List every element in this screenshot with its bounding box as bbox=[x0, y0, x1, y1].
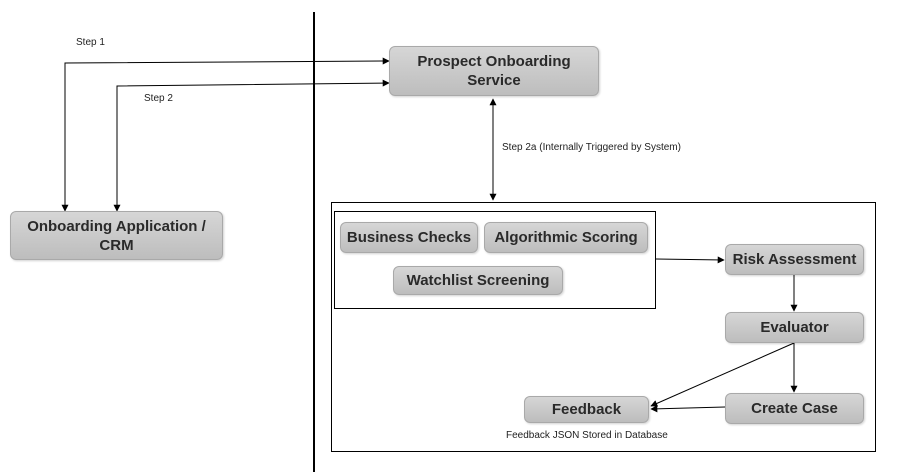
watchlist-screening-text: Watchlist Screening bbox=[406, 272, 550, 289]
business-checks-text: Business Checks bbox=[346, 229, 472, 246]
case-to-feedback-connector bbox=[650, 405, 726, 413]
risk-assessment-node: Risk Assessment bbox=[725, 244, 864, 275]
feedback-text: Feedback bbox=[551, 401, 622, 418]
watchlist-screening-node: Watchlist Screening bbox=[393, 266, 563, 295]
onboarding-application-crm-text: Onboarding Application / CRM bbox=[27, 217, 206, 254]
create-case-node: Create Case bbox=[725, 393, 864, 424]
evaluator-to-feedback-connector bbox=[650, 342, 795, 407]
step2a-label: Step 2a (Internally Triggered by System) bbox=[502, 142, 681, 153]
checks-to-risk-connector bbox=[655, 256, 725, 264]
feedback-node: Feedback bbox=[524, 396, 649, 423]
processing-frame bbox=[331, 202, 876, 452]
step2-label: Step 2 bbox=[144, 93, 173, 104]
step1-connector bbox=[61, 57, 390, 212]
prospect-onboarding-service-text: Prospect Onboarding Service bbox=[417, 53, 571, 89]
checks-group-frame bbox=[334, 211, 656, 309]
create-case-text: Create Case bbox=[751, 400, 838, 417]
business-checks-node: Business Checks bbox=[340, 222, 478, 253]
evaluator-node: Evaluator bbox=[725, 312, 864, 343]
risk-assessment-text: Risk Assessment bbox=[732, 251, 857, 268]
step2-connector bbox=[113, 79, 390, 212]
algorithmic-scoring-node: Algorithmic Scoring bbox=[484, 222, 648, 253]
divider-line bbox=[313, 12, 315, 472]
step1-label: Step 1 bbox=[76, 37, 105, 48]
feedback-note-label: Feedback JSON Stored in Database bbox=[506, 430, 668, 441]
onboarding-application-crm-node: Onboarding Application / CRM bbox=[10, 211, 223, 260]
evaluator-text: Evaluator bbox=[760, 319, 829, 336]
prospect-onboarding-service-node: Prospect Onboarding Service bbox=[389, 46, 599, 96]
algorithmic-scoring-text: Algorithmic Scoring bbox=[494, 229, 638, 246]
